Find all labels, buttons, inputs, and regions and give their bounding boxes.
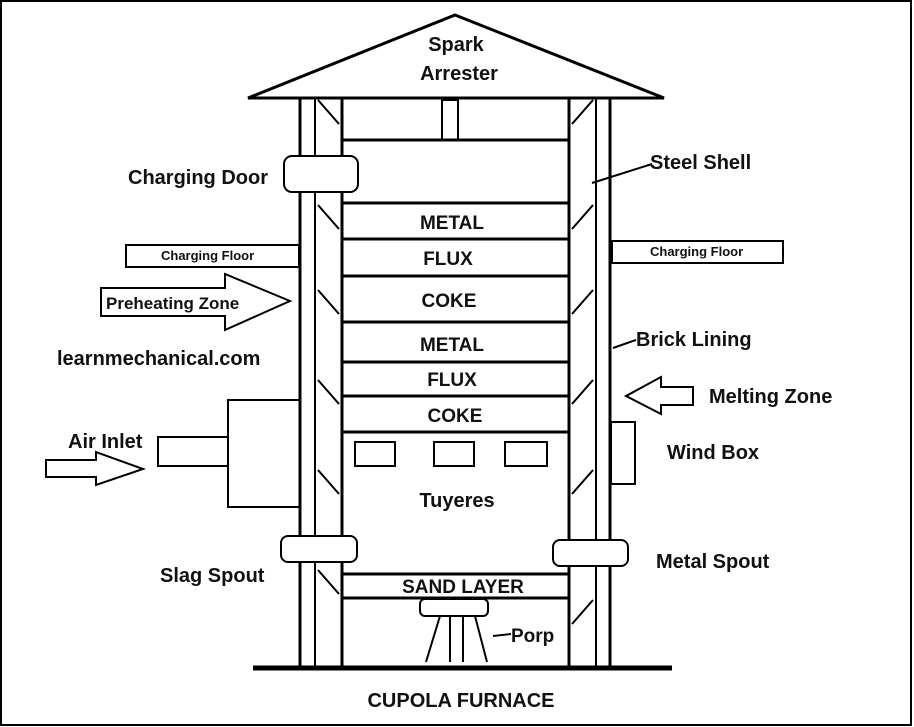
charging-door-shape [283,155,359,193]
prop-head [419,598,489,617]
air-inlet-pipe [157,436,229,467]
brick-lining-leader [612,339,637,349]
tuyere-1 [354,441,396,467]
prop-leg-4 [474,615,488,663]
melting-zone-arrow [623,375,694,416]
melting-zone-label: Melting Zone [709,386,832,408]
air-inlet-arrow [45,450,147,487]
preheating-zone-arrow [100,272,293,332]
spark-arrester-label-line2: Arrester [420,63,498,85]
charge-layer-4: METAL [420,335,484,356]
preheating-zone-label: Preheating Zone [106,294,239,313]
charging-floor-left-label: Charging Floor [161,248,254,263]
brick-lining-label: Brick Lining [636,329,752,351]
charge-layer-5: FLUX [427,370,477,391]
slag-spout-shape [280,535,358,563]
charging-floor-right-box [611,240,784,264]
steel-shell-leader [591,163,653,184]
charge-layer-lines [342,201,569,434]
charge-layer-1: METAL [420,213,484,234]
sand-layer-label: SAND LAYER [402,577,524,598]
spark-arrester-roof [247,13,665,100]
chimney-stack [441,99,459,141]
wind-box-right [610,421,636,485]
charge-layer-2: FLUX [423,249,473,270]
spark-arrester-label-line1: Spark [428,34,484,56]
charge-layer-6: COKE [428,406,483,427]
air-inlet-label: Air Inlet [68,431,143,453]
charging-floor-right-label: Charging Floor [650,244,743,259]
wind-box-left [227,399,301,508]
tuyere-3 [504,441,548,467]
charge-layer-3: COKE [422,291,477,312]
porp-label: Porp [511,626,554,647]
metal-spout-shape [552,539,629,567]
porp-leader [492,633,512,637]
steel-shell-label: Steel Shell [650,152,751,174]
metal-spout-label: Metal Spout [656,551,770,573]
charging-door-label: Charging Door [128,167,268,189]
slag-spout-label: Slag Spout [160,565,265,587]
prop-leg-1 [425,615,441,663]
brick-hatching [317,99,594,625]
wind-box-label: Wind Box [667,442,759,464]
watermark-label: learnmechanical.com [57,348,260,370]
diagram-title: CUPOLA FURNACE [367,690,554,712]
charging-floor-left-box [125,244,300,268]
tuyere-2 [433,441,475,467]
tuyeres-label: Tuyeres [419,490,494,512]
